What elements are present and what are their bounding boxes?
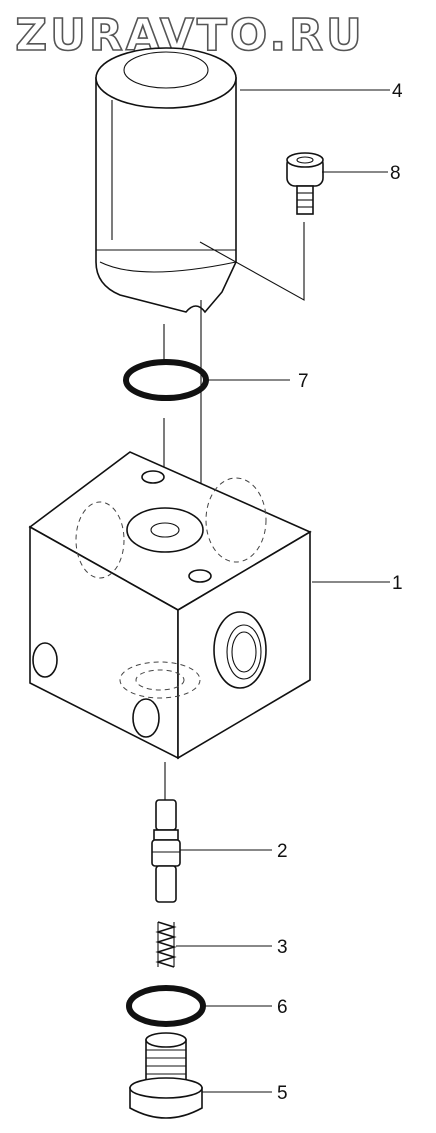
- watermark-text: ZURAVTO.RU: [15, 10, 364, 61]
- part-8-bolt: [199, 152, 324, 301]
- callout-1: 1: [392, 573, 403, 594]
- part-2-spool: [151, 799, 181, 903]
- part-1-valve-block: [28, 451, 312, 760]
- part-4-solenoid: [95, 47, 237, 314]
- part-7-o-ring: [123, 359, 209, 401]
- part-5-plug: [129, 1032, 203, 1119]
- callout-3: 3: [277, 937, 288, 958]
- part-6-o-ring: [126, 985, 206, 1027]
- callout-5: 5: [277, 1083, 288, 1104]
- part-3-spring: [155, 921, 177, 968]
- callout-7: 7: [298, 371, 309, 392]
- leader-lines: [176, 89, 390, 1093]
- callout-6: 6: [277, 997, 288, 1018]
- callout-2: 2: [277, 841, 288, 862]
- callout-8: 8: [390, 163, 401, 184]
- callout-4: 4: [392, 81, 403, 102]
